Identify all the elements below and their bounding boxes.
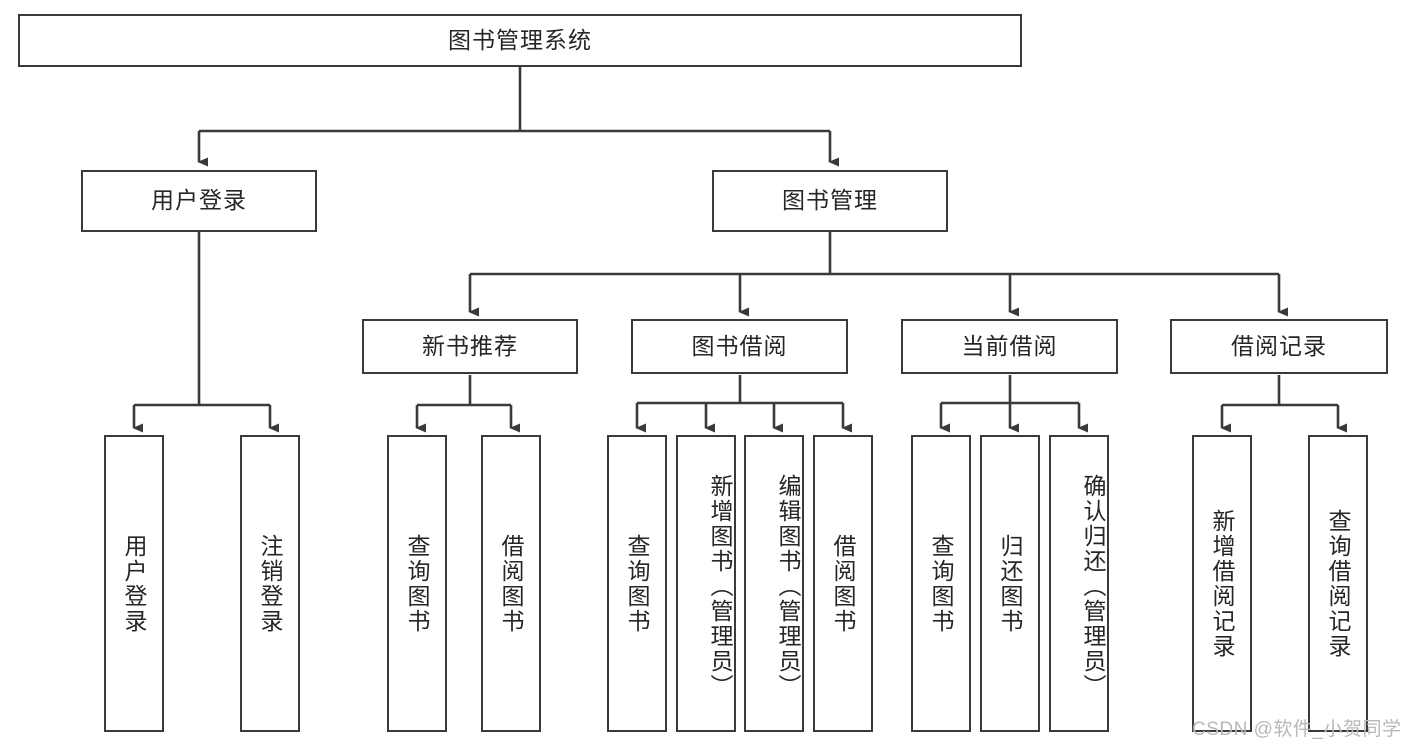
node-label: 图书管理系统: [448, 26, 592, 53]
node-root-book-management-system[interactable]: 图书管理系统: [18, 14, 1022, 67]
leaf-record-query-record[interactable]: 查询借阅记录: [1308, 435, 1368, 732]
node-label: 注销登录: [257, 533, 284, 634]
node-label: 用户登录: [151, 187, 247, 214]
leaf-user-login-login[interactable]: 用户登录: [104, 435, 164, 732]
leaf-borrow-borrow-book[interactable]: 借阅图书: [813, 435, 873, 732]
csdn-watermark: CSDN @软件_小贺同学: [1192, 719, 1402, 740]
node-label: 当前借阅: [961, 332, 1058, 359]
leaf-current-return-book[interactable]: 归还图书: [980, 435, 1040, 732]
node-label: 用户登录: [121, 533, 148, 634]
leaf-record-add-record[interactable]: 新增借阅记录: [1192, 435, 1252, 732]
node-label: 确认归还（管理员）: [1080, 474, 1106, 699]
node-label: 查询借阅记录: [1325, 508, 1352, 659]
leaf-new-book-borrow[interactable]: 借阅图书: [481, 435, 541, 732]
node-label: 新书推荐: [422, 332, 518, 359]
leaf-borrow-query-book[interactable]: 查询图书: [607, 435, 667, 732]
node-book-management[interactable]: 图书管理: [712, 170, 948, 232]
node-label: 查询图书: [404, 533, 431, 634]
node-label: 归还图书: [997, 533, 1024, 634]
leaf-user-login-logout[interactable]: 注销登录: [240, 435, 300, 732]
node-user-login[interactable]: 用户登录: [81, 170, 317, 232]
node-borrow-record[interactable]: 借阅记录: [1170, 319, 1388, 374]
leaf-borrow-edit-book-admin[interactable]: 编辑图书（管理员）: [744, 435, 804, 732]
leaf-new-book-query[interactable]: 查询图书: [387, 435, 447, 732]
leaf-current-query-book[interactable]: 查询图书: [911, 435, 971, 732]
node-label: 编辑图书（管理员）: [775, 474, 801, 699]
node-label: 新增借阅记录: [1209, 508, 1236, 659]
node-label: 图书借阅: [691, 332, 788, 359]
node-label: 查询图书: [624, 533, 651, 634]
node-book-borrow[interactable]: 图书借阅: [631, 319, 848, 374]
node-label: 借阅记录: [1231, 332, 1327, 359]
leaf-current-confirm-return-admin[interactable]: 确认归还（管理员）: [1049, 435, 1109, 732]
node-label: 新增图书（管理员）: [707, 474, 733, 699]
node-label: 图书管理: [782, 187, 878, 214]
leaf-borrow-add-book-admin[interactable]: 新增图书（管理员）: [676, 435, 736, 732]
node-label: 借阅图书: [498, 533, 525, 634]
node-label: 借阅图书: [830, 533, 857, 634]
node-label: 查询图书: [928, 533, 955, 634]
node-new-book-recommend[interactable]: 新书推荐: [362, 319, 578, 374]
node-current-borrow[interactable]: 当前借阅: [901, 319, 1118, 374]
